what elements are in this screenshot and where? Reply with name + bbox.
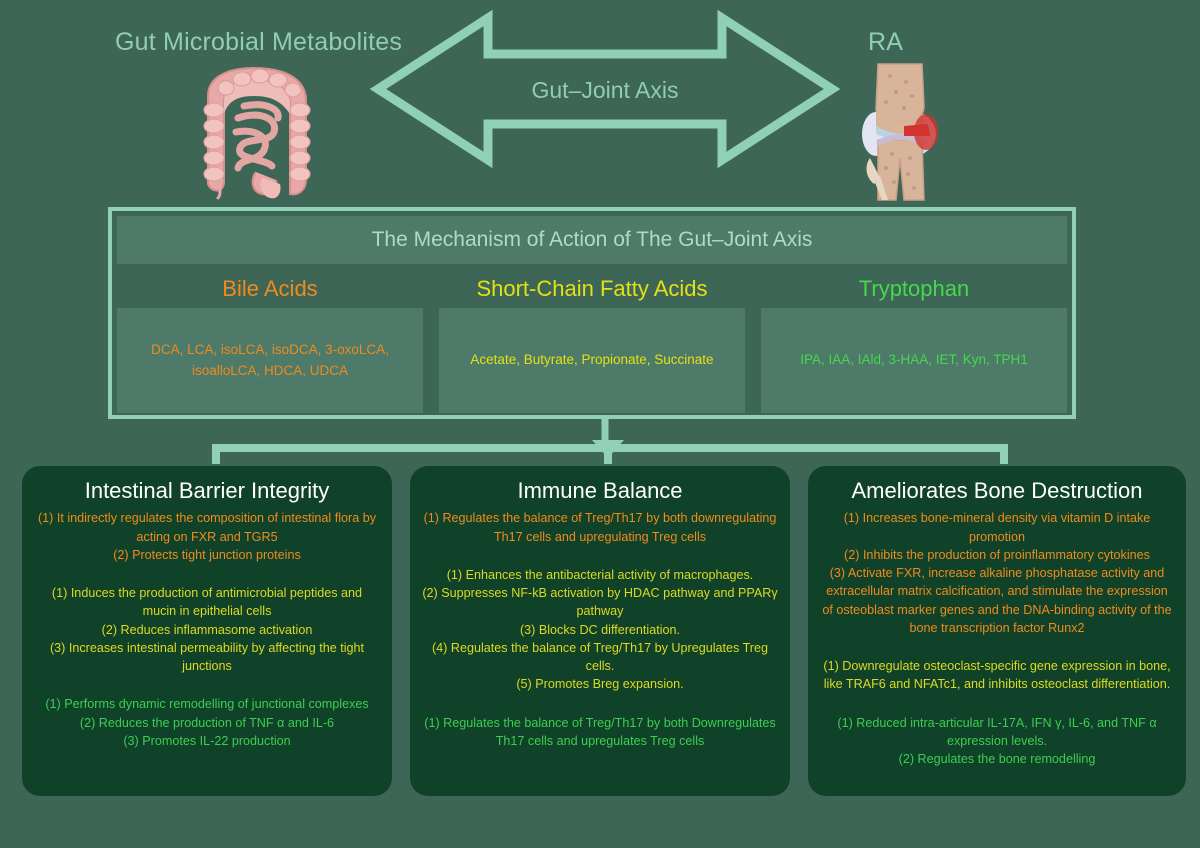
tryptophan-effects-text: (1) Regulates the balance of Treg/Th17 b…: [424, 715, 776, 748]
scfa-effects-text: (1) Enhances the antibacterial activity …: [422, 567, 778, 692]
scfa-title: Short-Chain Fatty Acids: [476, 276, 708, 301]
gut-metabolites-label: Gut Microbial Metabolites: [115, 28, 403, 56]
panel-title: Immune Balance: [517, 478, 683, 503]
bile-acids-title: Bile Acids: [222, 276, 318, 301]
scfa-effects-text: (1) Induces the production of antimicrob…: [49, 586, 365, 674]
tryptophan-effects-text: (1) Reduced intra-articular IL-17A, IFN …: [837, 715, 1157, 767]
gut-joint-axis-caption: Gut–Joint Axis: [531, 77, 679, 103]
outcome-panel-immune-balance: Immune Balance (1) Regulates the balance…: [410, 466, 790, 796]
bile-effects-text: (1) It indirectly regulates the composit…: [37, 511, 377, 562]
outcome-panel-bone-destruction: Ameliorates Bone Destruction (1) Increas…: [808, 466, 1186, 796]
bile-acids-list: DCA, LCA, isoLCA, isoDCA, 3-oxoLCA, isoa…: [117, 308, 423, 413]
panel-title: Ameliorates Bone Destruction: [851, 478, 1143, 503]
metabolite-column-bile-acids: Bile Acids DCA, LCA, isoLCA, isoDCA, 3-o…: [117, 270, 423, 413]
tryptophan-title: Tryptophan: [858, 276, 970, 301]
scfa-list: Acetate, Butyrate, Propionate, Succinate: [439, 308, 745, 413]
intestine-illustration: [203, 66, 311, 200]
outcome-panel-intestinal-barrier: Intestinal Barrier Integrity (1) It indi…: [22, 466, 392, 796]
tryptophan-effects-text: (1) Performs dynamic remodelling of junc…: [45, 697, 369, 748]
metabolite-column-tryptophan: Tryptophan IPA, IAA, IAld, 3-HAA, IET, K…: [761, 270, 1067, 413]
bile-effects-text: (1) Increases bone-mineral density via v…: [822, 511, 1172, 635]
scfa-effects-text: (1) Downregulate osteoclast-specific gen…: [823, 659, 1171, 692]
metabolite-column-scfa: Short-Chain Fatty Acids Acetate, Butyrat…: [439, 270, 745, 413]
bile-effects-text: (1) Regulates the balance of Treg/Th17 b…: [423, 511, 777, 544]
gut-joint-axis-arrow-icon: [370, 9, 840, 169]
panel-title: Intestinal Barrier Integrity: [84, 478, 330, 503]
distribution-connector-arrow-icon: [212, 418, 1008, 464]
ra-label: RA: [868, 28, 904, 56]
tryptophan-list: IPA, IAA, IAld, 3-HAA, IET, Kyn, TPH1: [761, 308, 1067, 413]
knee-joint-illustration: [862, 63, 938, 201]
mechanism-panel: The Mechanism of Action of The Gut–Joint…: [108, 207, 1076, 419]
metabolite-columns: Bile Acids DCA, LCA, isoLCA, isoDCA, 3-o…: [117, 270, 1067, 413]
mechanism-panel-header: The Mechanism of Action of The Gut–Joint…: [117, 216, 1067, 264]
